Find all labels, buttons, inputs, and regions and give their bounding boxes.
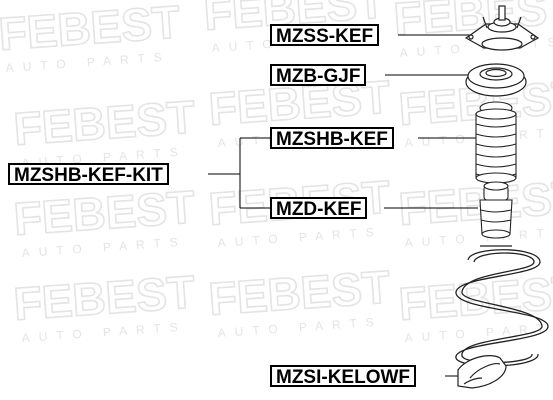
watermark-tile: FEBEST AUTO PARTS — [0, 0, 183, 75]
part-label-mzd-kef[interactable]: MZD-KEF — [270, 197, 368, 220]
coil-spring-drawing — [455, 245, 549, 367]
part-label-mzb-gjf[interactable]: MZB-GJF — [270, 64, 367, 87]
svg-text:FEBEST: FEBEST — [397, 265, 553, 330]
shock-boot-drawing — [475, 101, 517, 184]
part-label-mzsi-kelowf[interactable]: MZSI-KELOWF — [270, 365, 417, 388]
watermark-tile: FEBEST AUTO PARTS — [396, 265, 553, 345]
leader-lines — [208, 34, 478, 377]
lower-spring-insulator-drawing — [457, 355, 507, 389]
part-label-mzshb-kef[interactable]: MZSHB-KEF — [270, 127, 394, 150]
strut-bearing-drawing — [465, 63, 527, 97]
part-label-mzss-kef[interactable]: MZSS-KEF — [270, 24, 380, 47]
svg-text:FEBEST: FEBEST — [397, 170, 553, 235]
strut-mount-drawing — [464, 5, 540, 51]
kit-label-mzshb-kef-kit[interactable]: MZSHB-KEF-KIT — [8, 163, 169, 186]
bump-stop-drawing — [479, 181, 513, 239]
